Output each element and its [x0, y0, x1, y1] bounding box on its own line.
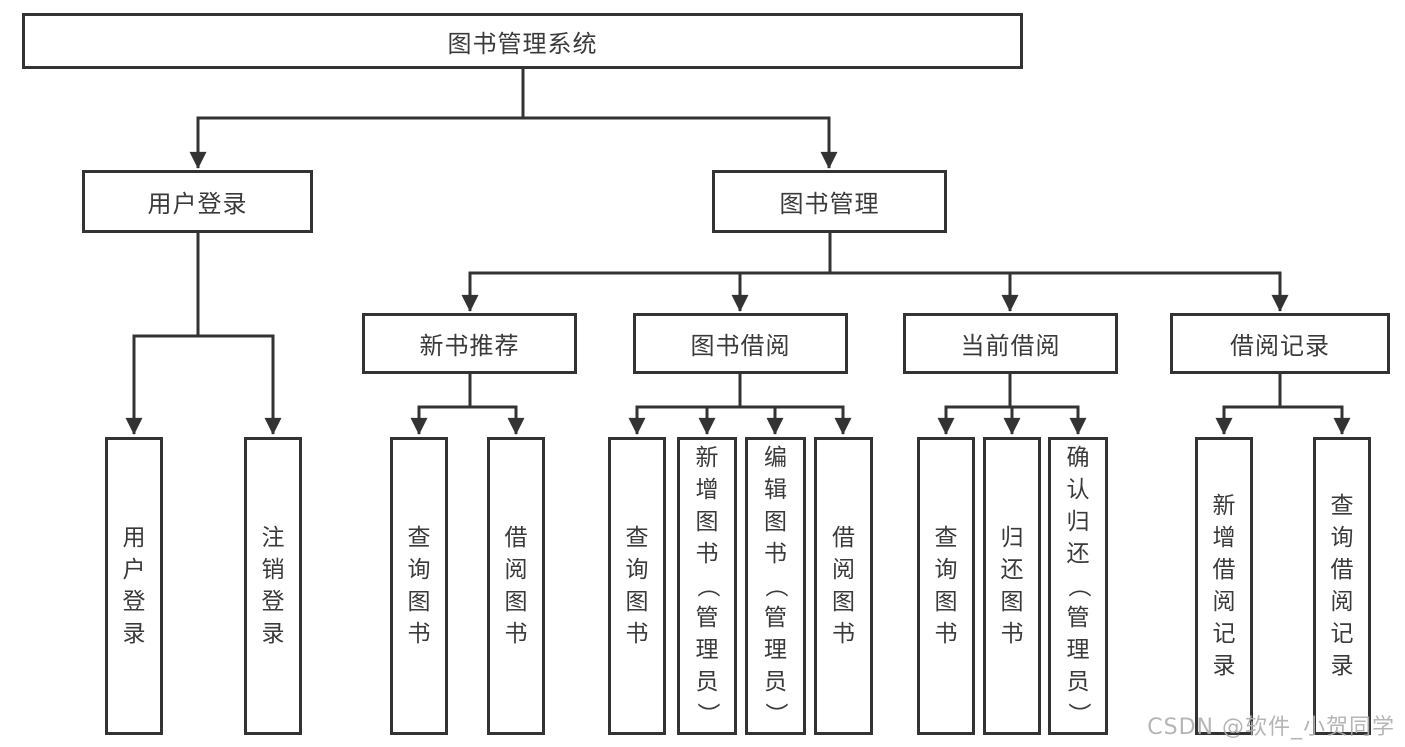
elbow-book-mgmt [468, 233, 1282, 275]
node-book-management-label: 图书管理 [779, 190, 880, 218]
leaf-query-borrow-record: 查询借阅记录 [1313, 437, 1371, 735]
node-root: 图书管理系统 [22, 13, 1023, 69]
node-user-login: 用户登录 [82, 170, 313, 233]
node-borrow-records: 借阅记录 [1170, 313, 1390, 374]
leaf-query-books-current: 查询图书 [917, 437, 975, 735]
node-current-borrow-label: 当前借阅 [960, 332, 1061, 360]
leaf-query-books-newbook: 查询图书 [390, 437, 448, 735]
node-new-book-recommend-label: 新书推荐 [419, 332, 520, 360]
node-book-borrow: 图书借阅 [633, 313, 848, 374]
leaf-query-books-borrow: 查询图书 [608, 437, 666, 735]
node-book-borrow-label: 图书借阅 [690, 332, 791, 360]
elbow-user-login [132, 233, 275, 338]
leaf-borrow-books-newbook: 借阅图书 [487, 437, 545, 735]
leaf-confirm-return-admin: 确认归还（管理员） [1048, 437, 1108, 735]
elbow-new-book [417, 374, 518, 409]
leaf-edit-books-admin: 编辑图书（管理员） [745, 437, 806, 735]
node-current-borrow: 当前借阅 [903, 313, 1118, 374]
leaf-user-login: 用户登录 [105, 437, 163, 735]
leaf-add-books-admin: 新增图书（管理员） [677, 437, 737, 735]
elbow-current-borrow [944, 374, 1080, 409]
csdn-watermark: CSDN @软件_小贺同学 [1147, 715, 1395, 740]
node-borrow-records-label: 借阅记录 [1230, 332, 1330, 360]
leaf-logout: 注销登录 [244, 437, 302, 735]
elbow-book-borrow [635, 374, 845, 409]
node-new-book-recommend: 新书推荐 [362, 313, 577, 374]
elbow-root [196, 69, 831, 120]
leaf-add-borrow-record: 新增借阅记录 [1195, 437, 1253, 735]
node-user-login-label: 用户登录 [147, 190, 248, 218]
leaf-borrow-books: 借阅图书 [814, 437, 873, 735]
leaf-return-books: 归还图书 [983, 437, 1041, 735]
node-root-label: 图书管理系统 [447, 29, 598, 58]
node-book-management: 图书管理 [712, 170, 947, 233]
elbow-borrow-records [1222, 374, 1344, 409]
